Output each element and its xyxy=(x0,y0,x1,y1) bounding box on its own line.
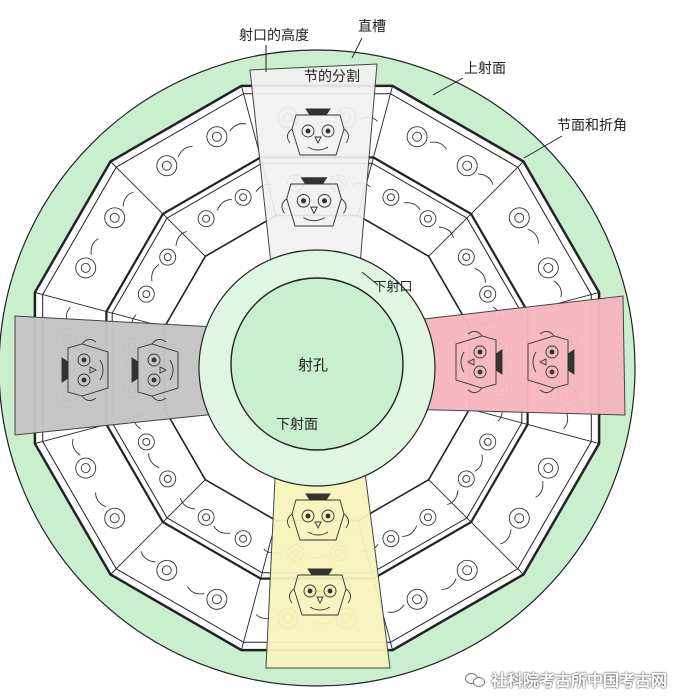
label-groove: 直槽 xyxy=(358,18,386,35)
watermark-text: 社科院考古所中国考古网 xyxy=(490,671,667,690)
leader-lines xyxy=(265,37,563,286)
label-segment-face-fold: 节面和折角 xyxy=(557,118,627,134)
wechat-icon xyxy=(464,671,485,687)
watermark: 社科院考古所中国考古网 xyxy=(464,667,667,691)
label-segment-division: 节的分割 xyxy=(304,68,360,85)
central-hole xyxy=(230,277,404,451)
label-lower-mouth: 下射口 xyxy=(373,279,412,295)
face-motifs xyxy=(61,108,575,616)
label-lower-face: 下射面 xyxy=(276,417,318,433)
label-upper-face: 上射面 xyxy=(464,61,506,77)
label-hole: 射孔 xyxy=(298,356,328,374)
label-mouth-height: 射口的高度 xyxy=(239,27,309,44)
